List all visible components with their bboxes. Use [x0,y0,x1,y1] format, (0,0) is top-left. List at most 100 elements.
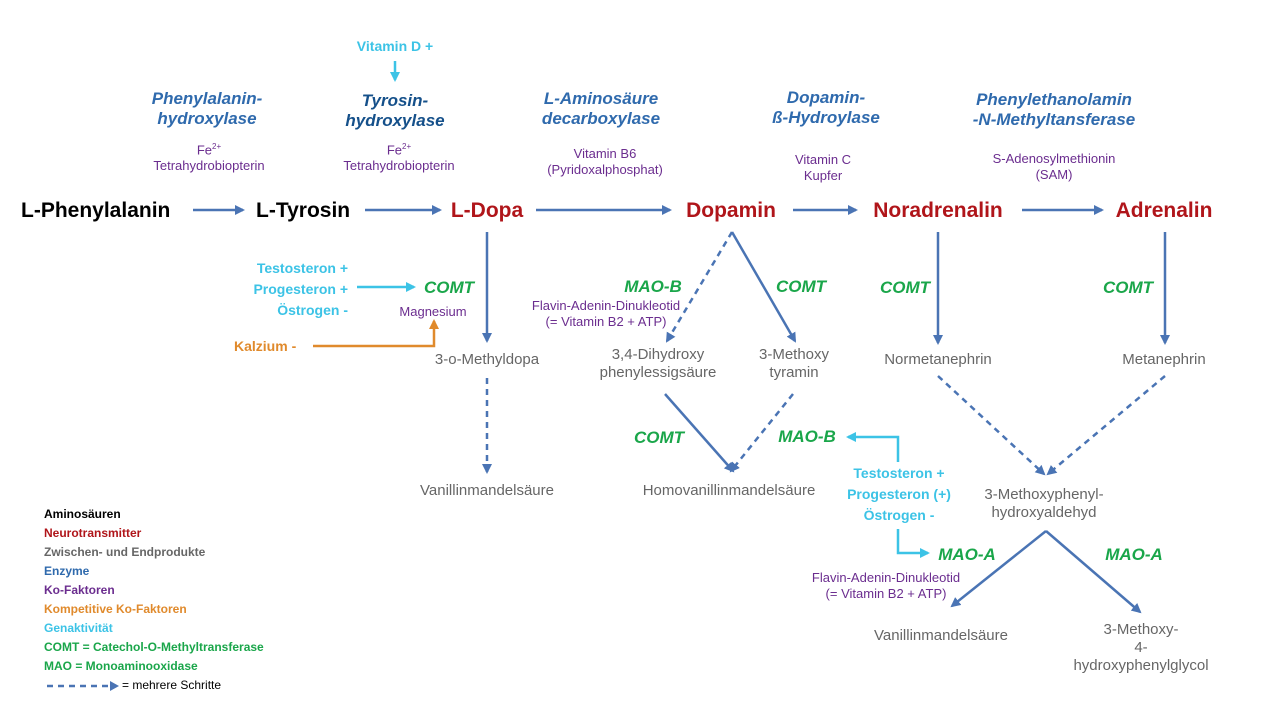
product-homovanillinmandelsaeure: Homovanillinmandelsäure [642,482,816,499]
maoa-left-label: MAO-A [938,545,996,564]
enzyme-line: L-Aminosäure [543,89,659,108]
enzyme-line: Dopamin- [786,88,866,107]
cofactor-line: (SAM) [1035,166,1073,182]
product-line: 4-hydroxyphenylglycol [1073,639,1209,674]
competitive-cofactor-kalzium: Kalzium - [234,338,297,354]
gene-activity-hormones-right: Testosteron + Progesteron (+) Östrogen - [847,463,951,526]
arrow-dopac-hva [664,393,735,473]
product-line: 3-Methoxyphenyl- [984,486,1104,503]
cofactor-fe-charge: 2+ [402,142,412,151]
hormone-line: Östrogen - [277,302,348,318]
cofactor-aadc: Vitamin B6 (Pyridoxalphosphat) [547,146,663,177]
gene-activity-hormones-left: Testosteron + Progesteron + Östrogen - [218,258,348,321]
legend-item: Genaktivität [44,621,113,635]
legend-item: Enzyme [44,564,90,578]
legend-item: MAO = Monoaminooxidase [44,659,198,673]
cofactor-line: Vitamin B6 [573,146,637,161]
cofactor-line: Flavin-Adenin-Dinukleotid [531,298,681,313]
enzyme-aminosaeure-decarboxylase: L-Aminosäure decarboxylase [542,89,660,130]
arrow-kalzium-comt [313,319,439,348]
cofactor-line: (Pyridoxalphosphat) [547,161,663,177]
arrow-methoxytyramin-hva [729,393,794,473]
gene-activity-vitamin-d: Vitamin D + [356,38,434,54]
amino-acid-tyrosin: L-Tyrosin [256,199,351,222]
arrow-metanephrin-mhpa [1046,375,1166,476]
legend-item: Neurotransmitter [44,526,142,540]
product-vanillinmandelsaeure-left: Vanillinmandelsäure [420,482,554,499]
enzyme-line: hydroxylase [345,111,445,131]
arrow-dopamin-methoxytyramin [730,231,797,343]
neurotransmitter-dopamin: Dopamin [686,199,776,222]
maob-methoxytyramin-label: MAO-B [778,427,836,446]
cofactor-line: Vitamin C [794,152,852,167]
dashed-arrow-icon [47,680,119,691]
legend-item: Aminosäuren [44,507,121,521]
product-mhpg: 3-Methoxy- 4-hydroxyphenylglycol [1073,621,1208,675]
cofactor-fe-charge: 2+ [212,142,222,151]
arrow-hormones-maoa [896,529,930,558]
legend-item: Kompetitive Ko-Faktoren [44,602,187,616]
comt-dopac-label: COMT [633,428,685,447]
legend-item-dashed: = mehrere Schritte [44,676,264,695]
product-metanephrin: Metanephrin [1122,351,1206,368]
cofactor-magnesium: Magnesium [399,304,467,319]
enzyme-line: -N-Methyltansferase [972,110,1136,130]
legend-item: Ko-Faktoren [44,583,115,597]
maob-dopamin-label: MAO-B [624,277,682,296]
hormone-line: Östrogen - [863,507,935,523]
enzyme-line: hydroxylase [157,109,257,129]
product-line: phenylessigsäure [599,364,717,381]
arrow-normetanephrin-mhpa [937,375,1046,476]
comt-noradrenalin-label: COMT [879,278,931,297]
comt-dopamin-label: COMT [775,277,827,296]
product-dopac: 3,4-Dihydroxy phenylessigsäure [600,346,717,382]
enzyme-dopamin-hydroxylase: Dopamin- ß-Hydroylase [772,88,880,129]
cofactor-line: S-Adenosylmethionin [992,151,1116,166]
enzyme-line: ß-Hydroylase [772,108,880,128]
enzyme-line: Tyrosin- [361,91,429,110]
hormone-line: Progesteron + [253,281,348,297]
cofactor-pnmt: S-Adenosylmethionin (SAM) [993,151,1116,182]
comt-ldopa-label: COMT [423,278,475,297]
legend-item: COMT = Catechol-O-Methyltransferase [44,640,264,654]
enzyme-pnmt: Phenylethanolamin -N-Methyltansferase [973,90,1136,131]
neurotransmitter-adrenalin: Adrenalin [1115,199,1213,222]
hormone-line: Progesteron (+) [847,486,951,502]
neurotransmitter-ldopa: L-Dopa [450,199,524,222]
product-line: hydroxyaldehyd [991,504,1097,521]
cofactor-line: Tetrahydrobiopterin [343,157,455,173]
legend-item: Zwischen- und Endprodukte [44,545,206,559]
enzyme-line: Phenylalanin- [151,89,263,108]
legend-dashed-label: = mehrere Schritte [122,678,222,692]
cofactor-line: (= Vitamin B2 + ATP) [825,585,947,601]
cofactor-line: Tetrahydrobiopterin [153,157,265,173]
hormone-line: Testosteron + [256,260,348,276]
maoa-right-label: MAO-A [1105,545,1163,564]
product-line: 3,4-Dihydroxy [611,346,705,363]
cofactor-line: Kupfer [803,167,843,183]
cofactor-pah: Fe2+ Tetrahydrobiopterin [153,142,264,174]
cofactor-fad-maoa: Flavin-Adenin-Dinukleotid (= Vitamin B2 … [812,570,960,601]
product-methoxyphenylhydroxyaldehyd: 3-Methoxyphenyl- hydroxyaldehyd [984,486,1103,522]
product-methoxytyramin: 3-Methoxy tyramin [759,346,829,382]
neurotransmitter-noradrenalin: Noradrenalin [873,199,1003,222]
product-3-o-methyldopa: 3-o-Methyldopa [434,351,540,368]
product-normetanephrin: Normetanephrin [884,351,992,368]
arrow-hormones-maob [846,432,900,462]
arrow-mhpa-vma [950,530,1047,608]
enzyme-line: Phenylethanolamin [976,90,1132,109]
product-line: tyramin [769,364,819,381]
hormone-line: Testosteron + [853,465,945,481]
arrow-mhpa-mhpg [1045,530,1142,614]
product-line: 3-Methoxy- [1103,621,1179,638]
cofactor-fe: Fe [196,142,213,158]
cofactor-fe: Fe [386,142,403,158]
enzyme-tyrosin-hydroxylase: Tyrosin- hydroxylase [345,91,444,132]
amino-acid-phenylalanin: L-Phenylalanin [21,199,171,222]
comt-adrenalin-label: COMT [1102,278,1154,297]
enzyme-line: decarboxylase [541,109,661,129]
product-vanillinmandelsaeure-bottom: Vanillinmandelsäure [874,627,1008,644]
cofactor-dbh: Vitamin C Kupfer [795,152,851,183]
